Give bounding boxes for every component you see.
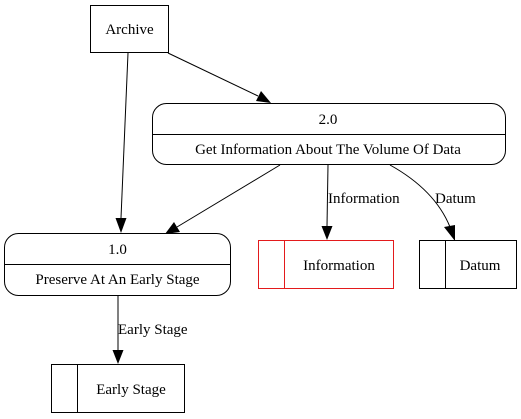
flow-2-0-to-1-0-arrowhead [165,222,180,234]
flow-2-0-to-information[interactable]: Information [321,164,401,240]
store-datum-label: Datum [460,258,501,274]
flow-archive-to-2-0[interactable] [167,52,271,103]
entity-archive-label: Archive [105,22,154,38]
flow-2-0-to-datum[interactable]: Datum [389,164,476,241]
process-2-0-label: Get Information About The Volume Of Data [195,142,461,158]
entity-archive-box [90,5,169,53]
store-early-stage-box [51,364,185,413]
process-2-0-id: 2.0 [319,112,338,128]
store-information-box [258,240,394,289]
process-1-0-id: 1.0 [108,242,127,258]
flow-1-0-to-early-stage-label: Early Stage [118,322,188,338]
store-early-stage[interactable]: Early Stage [51,364,185,413]
flow-2-0-to-1-0[interactable] [165,164,281,234]
store-early-stage-label: Early Stage [96,382,166,398]
store-information[interactable]: Information [258,240,394,289]
flow-archive-to-2-0-arrowhead [256,91,271,103]
flow-2-0-to-datum-line [389,164,451,228]
flow-2-0-to-information-label: Information [328,191,400,207]
process-1-0-label: Preserve At An Early Stage [35,272,199,288]
flow-archive-to-1-0-line [120,52,129,219]
store-information-label: Information [303,258,375,274]
flow-archive-to-1-0[interactable] [115,52,129,233]
flow-2-0-to-information-line [326,164,329,227]
flow-2-0-to-datum-arrowhead [444,225,455,241]
flow-2-0-to-1-0-line [176,164,281,228]
flow-2-0-to-datum-label: Datum [435,191,476,207]
flow-2-0-to-information-arrowhead [321,226,333,240]
store-datum-box [419,240,517,289]
flow-1-0-to-early-stage[interactable]: Early Stage [112,296,188,364]
flow-archive-to-2-0-line [167,52,259,97]
process-2-0[interactable]: 2.0 Get Information About The Volume Of … [152,103,506,165]
process-1-0[interactable]: 1.0 Preserve At An Early Stage [4,233,231,296]
store-datum[interactable]: Datum [419,240,517,289]
entity-archive[interactable]: Archive [90,5,169,53]
flow-archive-to-1-0-arrowhead [115,218,127,233]
flow-1-0-to-early-stage-arrowhead [112,350,124,364]
